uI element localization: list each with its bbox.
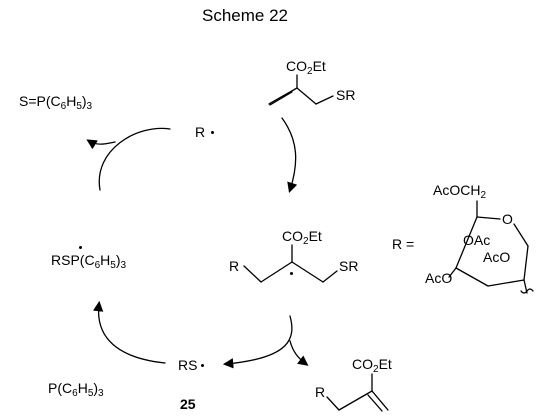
adduct-r-label: R (229, 258, 240, 274)
bond-sugar-c4-c5 (455, 216, 478, 269)
bond-c2-ch2-double (268, 87, 298, 105)
bond-adduct-r (243, 265, 262, 283)
bond-ch2-s (315, 95, 334, 105)
arc-phosphoranyl-to-r (98, 127, 171, 191)
product-ester-label: CO2Et (352, 356, 392, 375)
r-radical-dot (211, 131, 214, 134)
sugar-oac-label: OAc (463, 232, 491, 248)
bond-sugar-c2-c3 (487, 279, 525, 287)
product-r-label: R (315, 384, 326, 400)
bond-product-double (371, 390, 389, 411)
arrow-phosphine-capture (92, 300, 166, 364)
thiyl-radical-dot (201, 364, 204, 367)
bond-product-double-inner (367, 394, 383, 412)
bond-adduct-s (322, 270, 338, 283)
arrow-fragmentation (222, 315, 293, 369)
bond-product-chain (338, 390, 373, 411)
thiyl-radical-label: RS (178, 357, 198, 373)
adduct-ester-label: CO2Et (282, 228, 322, 247)
bond-c2-ch2-double-inner (269, 91, 293, 106)
bond-sugar-c5-o (476, 216, 501, 220)
allyl-ester-label: CO2Et (286, 58, 326, 77)
bond-adduct-right (291, 261, 324, 283)
adduct-sr-label: SR (339, 258, 359, 274)
adduct-radical-dot (290, 272, 293, 275)
compound-number-25: 25 (180, 396, 196, 412)
bond-sugar-o-c1 (513, 223, 529, 247)
bond-sugar-c4-oac (448, 267, 457, 278)
phosphine-sulfide-label: S=P(C6H5)3 (19, 93, 93, 112)
r-radical-label: R (195, 124, 206, 140)
sugar-ring-oxygen-label: O (502, 211, 513, 227)
arrow-to-product (289, 340, 309, 366)
sugar-r-equals-label: R = (392, 236, 415, 252)
bond-adduct-left (260, 261, 293, 283)
allyl-sr-label: SR (336, 87, 356, 103)
bond-c2-ch2 (296, 87, 317, 105)
arrow-phosphine-sulfide (86, 139, 116, 150)
phosphoranyl-radical-label: RSP(C6H5)3 (51, 252, 127, 271)
phosphine-label: P(C6H5)3 (48, 380, 104, 399)
bond-product-r (326, 396, 340, 411)
sugar-wavy-bond (520, 288, 534, 294)
sugar-ch2-label: AcOCH2 (433, 182, 487, 201)
phosphoranyl-radical-dot (79, 246, 82, 249)
scheme-title: Scheme 22 (202, 6, 288, 25)
bond-sugar-c3-c4 (455, 267, 489, 287)
sugar-aco-label-outer: AcO (425, 270, 453, 286)
bond-sugar-c1-c2 (523, 245, 529, 281)
sugar-aco-label-inner: AcO (483, 249, 511, 265)
arrow-addition (281, 117, 298, 193)
